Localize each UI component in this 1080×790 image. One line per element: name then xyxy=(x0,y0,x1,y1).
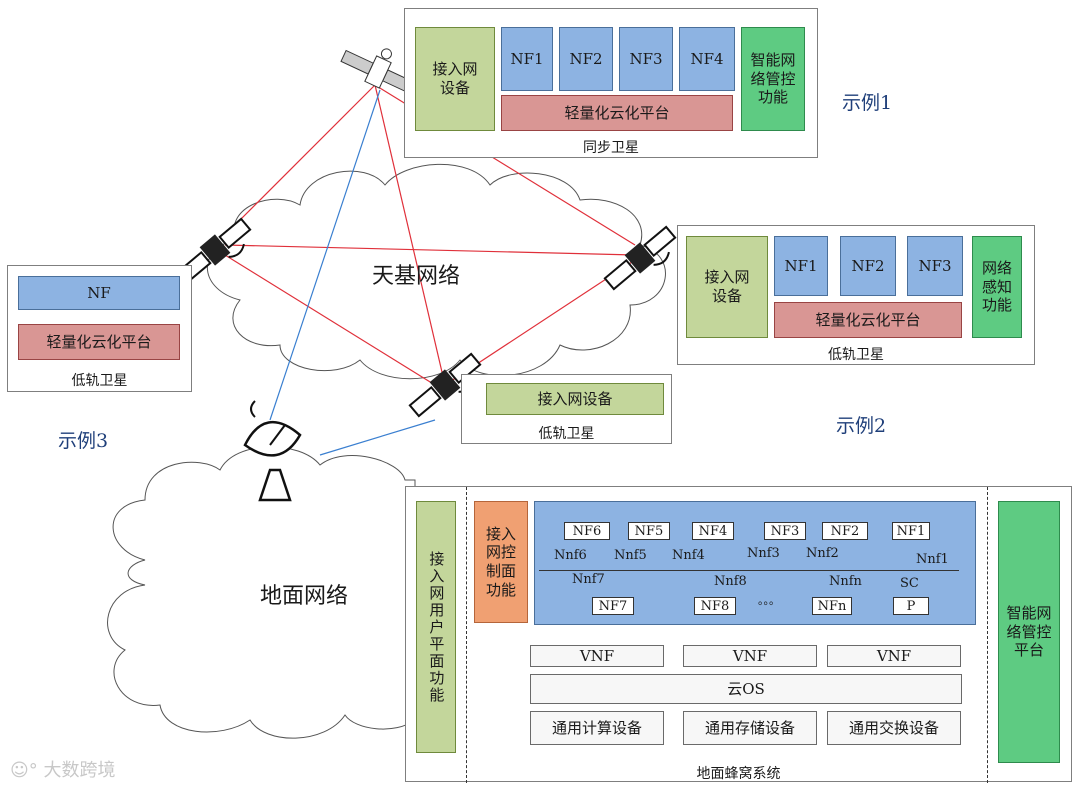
sync-nf2: NF2 xyxy=(559,27,613,91)
sba-p: P xyxy=(893,597,929,615)
sba-nf5: NF5 xyxy=(628,522,670,540)
vnf-2: VNF xyxy=(683,645,817,667)
control-plane-function: 接入 网控 制面 功能 xyxy=(474,501,528,623)
leo-left-caption: 低轨卫星 xyxy=(71,373,128,389)
vnf-1: VNF xyxy=(530,645,664,667)
ellipsis: 。。。 xyxy=(758,594,780,607)
leo-middle-caption: 低轨卫星 xyxy=(538,426,595,442)
network-control-platform: 智能网 络管控 平台 xyxy=(998,501,1060,763)
leo-right-nf3: NF3 xyxy=(907,236,963,296)
sba-nf1: NF1 xyxy=(892,522,930,540)
nnf6-label: Nnf6 xyxy=(554,548,587,563)
cellular-system-frame: 接入网用户平面功能 接入 网控 制面 功能 VNF VNF VNF 云OS 通用… xyxy=(405,486,1072,783)
sc-label: SC xyxy=(900,576,919,591)
watermark: ☺° 大数跨境 xyxy=(10,756,116,782)
watermark-text: 大数跨境 xyxy=(43,760,116,781)
sba-nf7: NF7 xyxy=(592,597,634,615)
ground-satellite-links xyxy=(269,89,436,456)
watermark-logo-icon: ☺° xyxy=(10,760,38,781)
sba-nf3: NF3 xyxy=(764,522,806,540)
compute-device: 通用计算设备 xyxy=(530,711,664,745)
cellular-divider-right xyxy=(987,487,988,783)
nnf1-label: Nnf1 xyxy=(916,552,949,567)
sync-cloud-platform: 轻量化云化平台 xyxy=(501,95,733,131)
leo-satellite-right-icon xyxy=(603,225,677,291)
sba-nfn: NFn xyxy=(812,597,852,615)
leo-left-cloud-platform: 轻量化云化平台 xyxy=(18,324,180,360)
example-1-label: 示例1 xyxy=(842,92,893,114)
sync-nf1: NF1 xyxy=(501,27,553,91)
leo-middle-access-device: 接入网设备 xyxy=(486,383,664,415)
vnf-3: VNF xyxy=(827,645,961,667)
nnf7-label: Nnf7 xyxy=(572,572,605,587)
cellular-system-caption: 地面蜂窝系统 xyxy=(696,766,781,782)
sba-nf2: NF2 xyxy=(822,522,868,540)
cloud-os: 云OS xyxy=(530,674,962,704)
leo-middle-frame: 接入网设备 低轨卫星 xyxy=(461,374,672,444)
leo-right-nf2: NF2 xyxy=(840,236,896,296)
nnf4-label: Nnf4 xyxy=(672,548,705,563)
sba-bus xyxy=(539,570,959,571)
leo-right-frame: 接入网 设备 NF1 NF2 NF3 轻量化云化平台 网络 感知 功能 低轨卫星 xyxy=(677,225,1035,365)
leo-right-access-device: 接入网 设备 xyxy=(686,236,768,338)
sync-access-device: 接入网 设备 xyxy=(415,27,495,131)
leo-satellite-middle-icon xyxy=(408,352,482,418)
sync-satellite-caption: 同步卫星 xyxy=(583,140,639,156)
leo-left-frame: NF 轻量化云化平台 低轨卫星 xyxy=(7,265,192,392)
sync-nf4: NF4 xyxy=(679,27,735,91)
nnfn-label: Nnfn xyxy=(829,574,862,589)
leo-right-cloud-platform: 轻量化云化平台 xyxy=(774,302,962,338)
nnf2-label: Nnf2 xyxy=(806,546,839,561)
switch-device: 通用交换设备 xyxy=(827,711,961,745)
sync-control-function: 智能网 络管控 功能 xyxy=(741,27,805,131)
nnf3-label: Nnf3 xyxy=(747,546,780,561)
sba-nf8: NF8 xyxy=(694,597,736,615)
sba-nf4: NF4 xyxy=(692,522,734,540)
leo-right-sense-function: 网络 感知 功能 xyxy=(972,236,1022,338)
storage-device: 通用存储设备 xyxy=(683,711,817,745)
cellular-divider-left xyxy=(466,487,467,783)
nnf8-label: Nnf8 xyxy=(714,574,747,589)
user-plane-function: 接入网用户平面功能 xyxy=(416,501,456,753)
leo-right-nf1: NF1 xyxy=(774,236,828,296)
leo-right-caption: 低轨卫星 xyxy=(828,347,884,363)
ground-network-cloud xyxy=(107,446,416,739)
ground-network-label: 地面网络 xyxy=(260,584,349,609)
leo-left-nf: NF xyxy=(18,276,180,310)
sync-nf3: NF3 xyxy=(619,27,673,91)
sync-satellite-frame: 接入网 设备 NF1 NF2 NF3 NF4 轻量化云化平台 智能网 络管控 功… xyxy=(404,8,818,158)
nnf5-label: Nnf5 xyxy=(614,548,647,563)
space-network-label: 天基网络 xyxy=(372,264,461,289)
example-3-label: 示例3 xyxy=(58,430,109,452)
satellite-dish-icon xyxy=(243,400,302,502)
sba-nf6: NF6 xyxy=(564,522,610,540)
example-2-label: 示例2 xyxy=(836,415,887,437)
